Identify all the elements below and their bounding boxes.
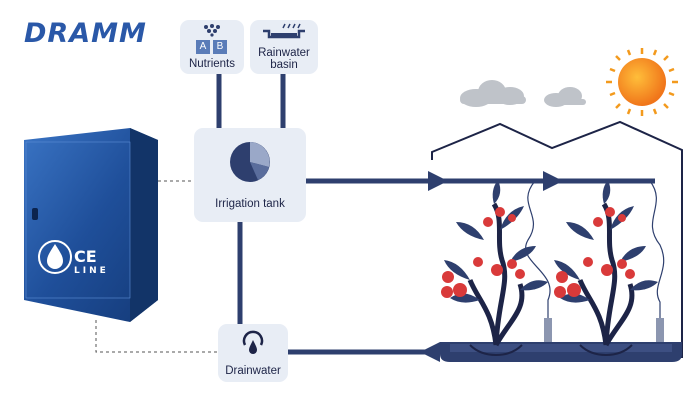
sun-icon xyxy=(606,48,678,116)
flow-arrow-left xyxy=(420,342,440,362)
nutrients-label: Nutrients xyxy=(188,58,236,70)
ce-line-drop-icon xyxy=(38,240,72,274)
irrigation-tank-node: Irrigation tank xyxy=(194,128,306,222)
granules-icon xyxy=(204,24,220,37)
rainwater-label-line2: basin xyxy=(270,59,298,71)
drain-drop-icon xyxy=(242,330,264,354)
nutrients-node: A B Nutrients xyxy=(180,20,244,74)
flow-arrow-right xyxy=(428,171,448,191)
drainwater-node: Drainwater xyxy=(218,324,288,382)
pipes xyxy=(216,72,655,355)
nutrient-b-icon: B xyxy=(213,40,227,54)
flow-arrows xyxy=(420,171,563,362)
greenhouse-outline xyxy=(431,120,683,160)
badge-line-1: CE xyxy=(74,247,97,266)
sensor-probe xyxy=(544,318,552,342)
rainwater-basin-node: Rainwater basin xyxy=(250,20,318,74)
dramm-logo: DRAMM xyxy=(24,18,147,49)
badge-line-2: LINE xyxy=(74,266,109,276)
tomato-plant xyxy=(441,180,548,357)
rain-basin-icon xyxy=(263,23,305,39)
tomato-plant xyxy=(554,180,658,357)
drainwater-label: Drainwater xyxy=(225,365,281,377)
rainwater-label-line1: Rainwater xyxy=(258,47,310,59)
irrigation-tank-label: Irrigation tank xyxy=(215,198,285,210)
sensor-probe xyxy=(656,318,664,342)
flow-arrow-right xyxy=(543,171,563,191)
cloud-icon xyxy=(460,80,586,107)
controller-cabinet xyxy=(24,128,158,322)
nutrient-a-icon: A xyxy=(196,40,210,54)
drip-lines xyxy=(525,180,665,324)
cabinet-lock-icon xyxy=(32,208,38,220)
control-links xyxy=(95,180,220,353)
tank-pie-icon xyxy=(230,142,270,182)
